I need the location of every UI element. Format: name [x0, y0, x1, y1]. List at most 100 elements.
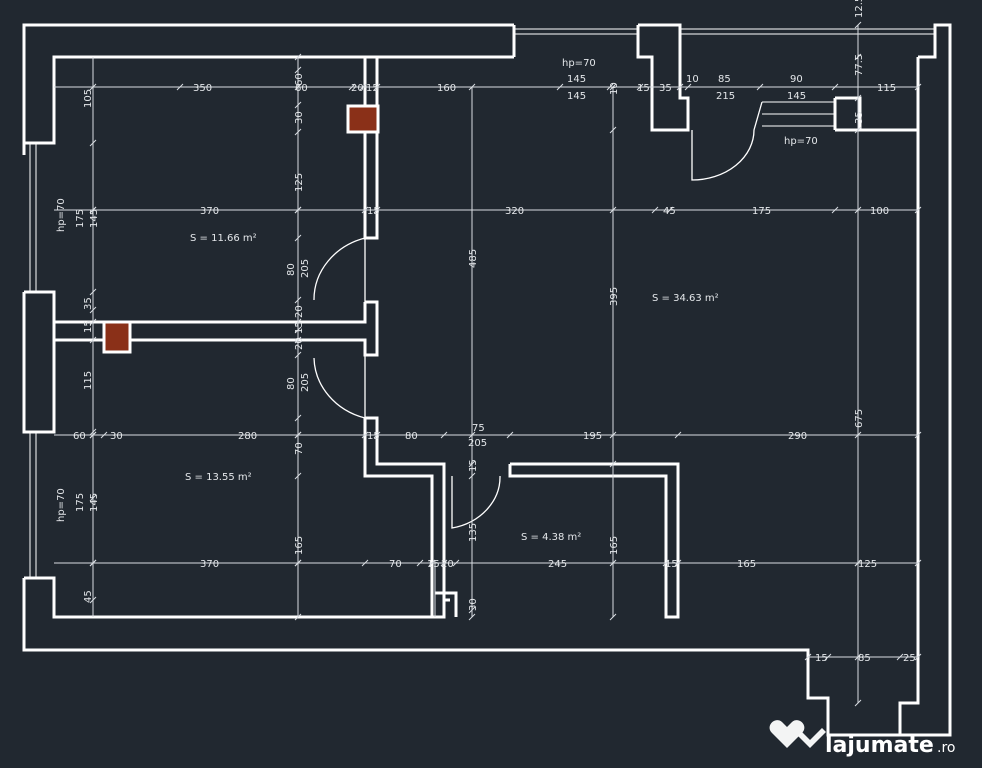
- dimension-tick: [854, 653, 862, 661]
- dim-label: 45: [83, 590, 94, 603]
- dimension-tick: [914, 206, 922, 214]
- dim-label: 145: [89, 493, 100, 512]
- dimension-tick: [294, 472, 302, 480]
- dim-label: 30: [110, 431, 123, 442]
- partition-mid: [52, 300, 379, 357]
- dimension-tick: [89, 83, 97, 91]
- dimension-tick: [609, 613, 617, 621]
- vertical-dimension-labels: 105 175 145 35 15 115 175 145 45 hp=70 h…: [56, 0, 865, 611]
- dimension-tick: [89, 596, 97, 604]
- dim-label: 350: [193, 83, 212, 94]
- dimension-ticks: [89, 21, 922, 707]
- dimension-tick: [824, 653, 832, 661]
- dim-label: 290: [788, 431, 807, 442]
- dimension-tick: [361, 431, 369, 439]
- dim-label: 15: [427, 559, 440, 570]
- room-area-bedroom-2: S = 13.55 m²: [185, 472, 252, 483]
- dim-label: 115: [877, 83, 896, 94]
- dim-label: 25: [903, 653, 916, 664]
- dim-label: 280: [238, 431, 257, 442]
- dim-label: 100: [870, 206, 889, 217]
- door-bathroom: [451, 475, 501, 529]
- dimension-tick: [896, 653, 904, 661]
- dimension-tick: [468, 83, 476, 91]
- dimension-tick: [373, 83, 381, 91]
- room-area-living: S = 34.63 m²: [652, 293, 719, 304]
- exterior-walls: [22, 23, 952, 737]
- dimension-tick: [294, 326, 302, 334]
- dimension-tick: [468, 472, 476, 480]
- dimension-tick: [854, 431, 862, 439]
- bathroom-wall: [508, 462, 680, 619]
- dimension-tick: [361, 206, 369, 214]
- dim-label: 10: [609, 82, 620, 95]
- dimension-tick: [914, 653, 922, 661]
- dim-label: 145: [89, 209, 100, 228]
- dimension-tick: [804, 653, 812, 661]
- dimension-tick: [294, 66, 302, 74]
- dimension-tick: [440, 559, 448, 567]
- exterior-wall-outer: [22, 23, 514, 145]
- dim-label: 10: [686, 74, 699, 85]
- dim-label: 205: [300, 259, 311, 278]
- dimension-tick: [428, 559, 436, 567]
- dim-label: 175: [75, 209, 86, 228]
- dim-label: 20: [441, 559, 454, 570]
- dimension-tick: [609, 460, 617, 468]
- dimension-tick: [294, 101, 302, 109]
- doors: [313, 101, 763, 529]
- dim-label: 195: [583, 431, 602, 442]
- dimension-tick: [89, 306, 97, 314]
- dimension-tick: [666, 206, 674, 214]
- dimension-tick: [294, 431, 302, 439]
- dimension-tick: [359, 83, 367, 91]
- chimney-left: [102, 320, 132, 354]
- dimension-tick: [609, 126, 617, 134]
- dimension-tick: [348, 83, 356, 91]
- dim-label: 15: [665, 559, 678, 570]
- dimension-tick: [854, 94, 862, 102]
- dim-label: 165: [294, 536, 305, 555]
- dimension-tick: [609, 431, 617, 439]
- exterior-wall-left-lower: [24, 576, 432, 619]
- dim-label: 80: [286, 263, 297, 276]
- dimension-tick: [294, 351, 302, 359]
- dimension-tick: [440, 431, 448, 439]
- window-height-label: hp=70: [784, 136, 818, 147]
- watermark-tld: .ro: [937, 740, 955, 756]
- heart-logo-icon: [769, 720, 826, 748]
- dimension-tick: [662, 559, 670, 567]
- dimension-tick: [294, 296, 302, 304]
- dim-label: 70: [294, 442, 305, 455]
- dim-label: 35: [83, 297, 94, 310]
- dimension-tick: [294, 414, 302, 422]
- dimension-tick: [468, 460, 476, 468]
- dimension-tick: [756, 83, 764, 91]
- dim-label: 115: [83, 371, 94, 390]
- dim-label: 20: [351, 83, 364, 94]
- dimension-tick: [89, 428, 97, 436]
- dim-label: 320: [505, 206, 524, 217]
- dimension-tick: [89, 139, 97, 147]
- dimension-tick: [294, 234, 302, 242]
- dimension-tick: [373, 431, 381, 439]
- room-areas: S = 11.66 m² S = 13.55 m² S = 34.63 m² S…: [185, 233, 719, 543]
- dim-label: 485: [468, 249, 479, 268]
- dim-label: 395: [609, 287, 620, 306]
- dimension-tick: [831, 206, 839, 214]
- dimension-tick: [468, 606, 476, 614]
- dimension-tick: [294, 559, 302, 567]
- dim-label: 145: [567, 91, 586, 102]
- dimension-tick: [294, 336, 302, 344]
- dimension-tick: [606, 83, 614, 91]
- dim-label: 370: [200, 559, 219, 570]
- watermark-brand: lajumate: [825, 733, 934, 758]
- window-height-label: hp=70: [56, 488, 67, 522]
- dim-label: 370: [200, 206, 219, 217]
- dim-label: 15: [83, 320, 94, 333]
- dim-label: 165: [609, 536, 620, 555]
- dimension-tick: [416, 559, 424, 567]
- partition-upper: [363, 57, 379, 240]
- dimension-tick: [854, 126, 862, 134]
